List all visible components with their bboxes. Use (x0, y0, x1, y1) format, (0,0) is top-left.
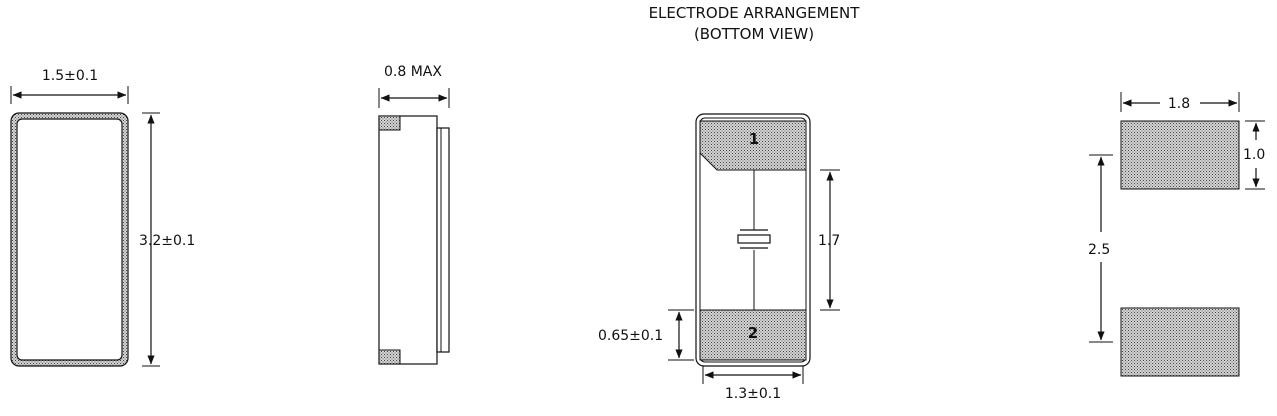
pad-1-number: 1 (749, 130, 759, 148)
bv-width-label: 1.3±0.1 (725, 386, 781, 402)
top-view: 1.5±0.1 3.2±0.1 (10, 68, 195, 367)
pad-2-number: 2 (748, 324, 758, 342)
electrode-pad-1 (699, 120, 807, 171)
crystal-symbol (737, 234, 771, 244)
side-view-lid (436, 127, 450, 353)
lp-width-label: 1.8 (1168, 96, 1190, 112)
side-view-terminal-top (378, 115, 401, 131)
top-view-lid (16, 118, 123, 361)
bottom-view: 1 2 1.7 0.65±0.1 1.3±0.1 (598, 113, 840, 402)
land-pad-top (1120, 120, 1240, 190)
side-view: 0.8 MAX (378, 64, 450, 365)
land-pattern: 1.8 1.0 2.5 (1088, 92, 1265, 377)
bv-pitch-label: 1.7 (818, 233, 840, 249)
side-thickness-label: 0.8 MAX (384, 64, 442, 80)
electrode-pad-2 (699, 309, 807, 361)
side-view-terminal-bottom (378, 349, 401, 365)
side-view-body (378, 115, 438, 365)
lp-pad-height-label: 1.0 (1243, 147, 1265, 163)
bottom-view-body-inner (699, 117, 807, 363)
land-pad-bottom (1120, 307, 1240, 377)
title-line-1: ELECTRODE ARRANGEMENT (649, 4, 861, 22)
title-line-2: (BOTTOM VIEW) (694, 25, 814, 43)
top-width-label: 1.5±0.1 (42, 68, 98, 84)
bv-pad-height-label: 0.65±0.1 (598, 328, 663, 344)
lp-pitch-label: 2.5 (1088, 242, 1110, 258)
top-height-label: 3.2±0.1 (139, 233, 195, 249)
